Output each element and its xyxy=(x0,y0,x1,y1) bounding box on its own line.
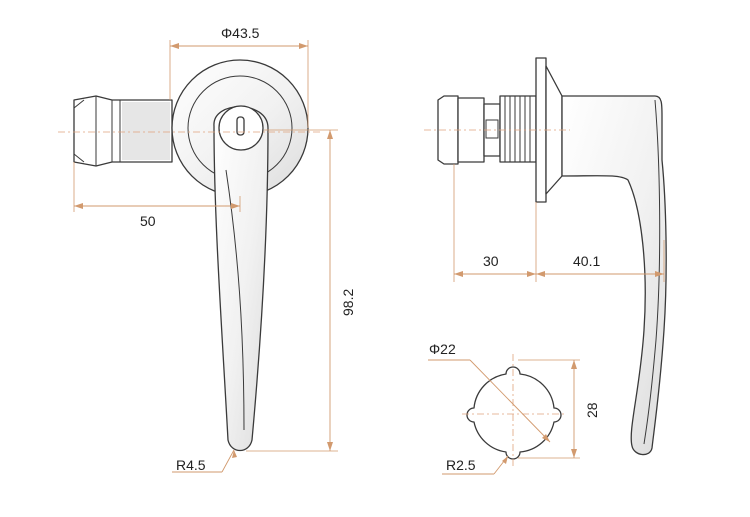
dim-body-length: 50 xyxy=(73,162,241,229)
lock-body-front xyxy=(73,95,173,167)
label-tip-radius: R4.5 xyxy=(176,457,206,473)
label-side-body-depth: 30 xyxy=(483,253,499,269)
front-view: Φ43.5 50 98.2 R4.5 xyxy=(58,25,356,473)
label-side-handle-depth: 40.1 xyxy=(573,253,600,269)
label-handle-length: 98.2 xyxy=(340,289,356,316)
dim-cutout-radius: R2.5 xyxy=(442,455,509,475)
thread-side xyxy=(499,95,537,163)
cutout-view: Φ22 28 R2.5 xyxy=(428,341,600,475)
side-view: 30 40.1 xyxy=(424,57,667,456)
dim-tip-radius: R4.5 xyxy=(172,449,237,473)
handle-side xyxy=(561,95,667,456)
dim-cutout-height: 28 xyxy=(518,359,600,459)
label-body-length: 50 xyxy=(140,213,156,229)
handle-lever xyxy=(213,106,269,452)
label-flange-diameter: Φ43.5 xyxy=(221,25,260,41)
label-cutout-diameter: Φ22 xyxy=(429,341,456,357)
dim-side-handle-depth: 40.1 xyxy=(536,240,665,282)
dim-handle-length: 98.2 xyxy=(246,129,356,452)
label-cutout-radius: R2.5 xyxy=(446,457,476,473)
label-cutout-height: 28 xyxy=(584,402,600,418)
dim-side-body-depth: 30 xyxy=(453,164,537,282)
dim-cutout-diameter: Φ22 xyxy=(428,341,551,443)
dim-flange-diameter: Φ43.5 xyxy=(169,25,309,128)
cutout-outline xyxy=(466,366,562,460)
key-cylinder xyxy=(218,105,264,151)
